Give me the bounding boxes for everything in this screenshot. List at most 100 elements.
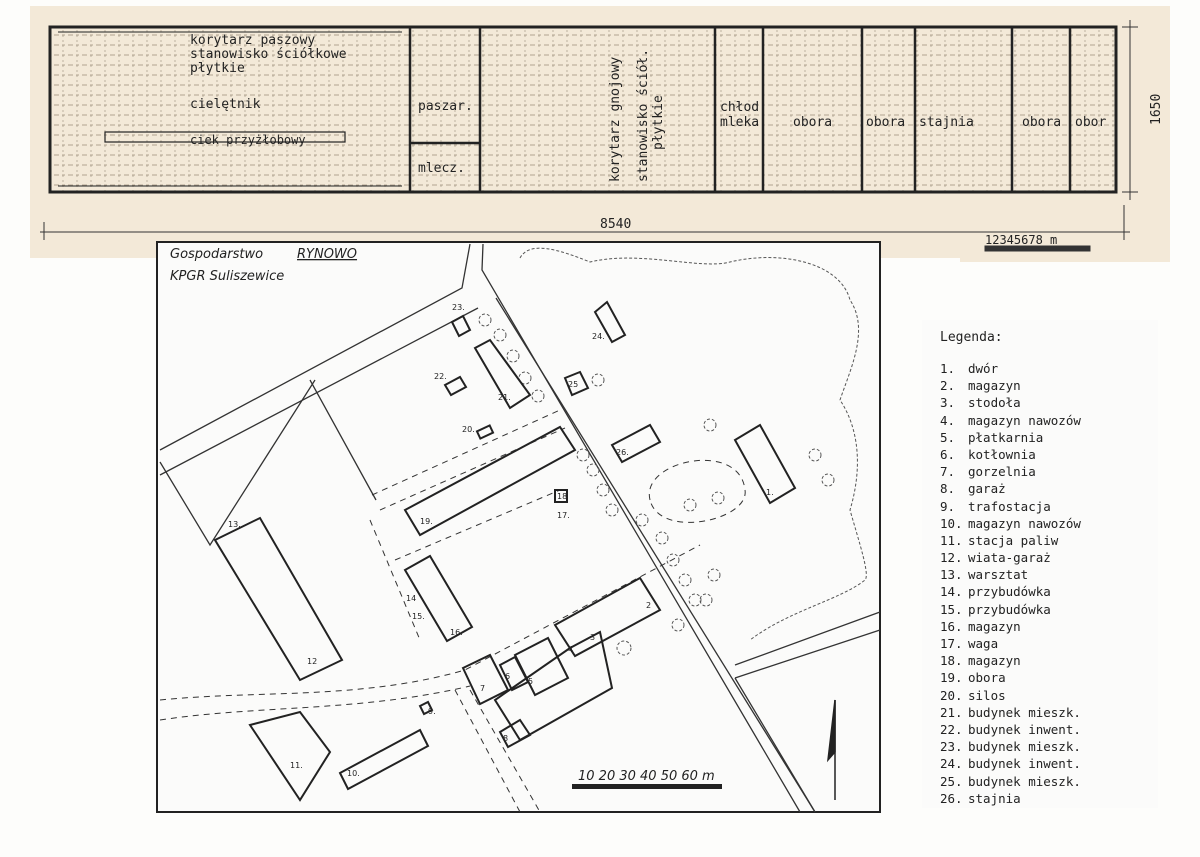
legend-item: 2. magazyn — [940, 377, 1081, 394]
legend-item-label: garaż — [968, 481, 1006, 497]
building-18 — [554, 489, 568, 503]
legend-item-number: 25. — [940, 773, 963, 789]
building-19 — [403, 425, 577, 537]
label-cowshed-2: obora — [866, 115, 905, 130]
legend-item-label: kotłownia — [968, 446, 1036, 462]
building-8 — [498, 718, 532, 749]
building-16 — [403, 554, 474, 643]
legend-item: 13.warsztat — [940, 566, 1081, 583]
building-number-label: 23. — [452, 303, 465, 312]
legend-item-label: płatkarnia — [968, 429, 1044, 445]
legend-item-label: gorzelnia — [968, 464, 1036, 480]
legend-item-label: magazyn nawozów — [968, 412, 1081, 428]
barn-partitions — [58, 27, 1072, 192]
label-feed-drain: ciek przyżłobowy — [190, 133, 306, 147]
legend-item: 12.wiata-garaż — [940, 549, 1081, 566]
legend-item-number: 2. — [940, 378, 956, 394]
building-9 — [418, 700, 434, 716]
legend-item: 20. silos — [940, 687, 1081, 704]
building-number-label: 3 — [590, 633, 595, 642]
roads — [159, 243, 881, 813]
legend-item: 26.stajnia — [940, 790, 1081, 807]
legend-item-number: 24. — [940, 756, 963, 772]
building-12 — [213, 516, 344, 682]
floor-plan: korytarz paszowy stanowisko ściółkowe pł… — [40, 20, 1164, 252]
legend-item-label: stacja paliw — [968, 532, 1059, 548]
label-milk-cooler: chłod. — [720, 100, 767, 115]
building-number-label: 13. — [228, 520, 241, 529]
building-number-label: 6 — [505, 672, 510, 681]
building-number-label: 14 — [406, 594, 416, 603]
legend-item: 10.magazyn nawozów — [940, 515, 1081, 532]
building-7 — [461, 653, 510, 706]
legend-item-number: 19. — [940, 670, 963, 686]
legend-item-number: 7. — [940, 464, 956, 480]
legend-item-label: magazyn — [968, 653, 1021, 669]
building-number-label: 1. — [766, 488, 774, 497]
legend-item-label: magazyn — [968, 378, 1021, 394]
label-cowshed-3: obora — [1022, 115, 1061, 130]
building-number-label: 11. — [290, 761, 303, 770]
legend-item-number: 15. — [940, 601, 963, 617]
legend-item-label: stodoła — [968, 395, 1021, 411]
legend-item-label: budynek mieszk. — [968, 739, 1081, 755]
legend-item-number: 18. — [940, 653, 963, 669]
label-cowshed-1: obora — [793, 115, 832, 130]
building-22 — [443, 375, 468, 397]
label-fodder: paszar. — [418, 99, 473, 114]
building-number-label: 24. — [592, 332, 605, 341]
label-feed-corridor: korytarz paszowy — [190, 33, 315, 48]
legend-item-label: silos — [968, 687, 1006, 703]
legend-item-label: budynek inwent. — [968, 756, 1081, 772]
legend-item-number: 26. — [940, 790, 963, 806]
building-2 — [553, 576, 662, 658]
buildings — [213, 300, 797, 802]
dimension-length: 8540 — [600, 217, 631, 232]
building-20 — [475, 424, 495, 440]
feed-drain-outline — [104, 131, 346, 143]
legend-item: 23. budynek mieszk. — [940, 738, 1081, 755]
legend-item: 16.magazyn — [940, 618, 1081, 635]
legend-item-number: 6. — [940, 446, 956, 462]
building-number-label: 8 — [503, 734, 508, 743]
legend-item: 7. gorzelnia — [940, 463, 1081, 480]
legend-item-number: 20. — [940, 687, 963, 703]
site-title-name: RYNOWO — [297, 247, 357, 262]
legend-item-label: warsztat — [968, 567, 1029, 583]
legend-item-number: 8. — [940, 481, 956, 497]
building-number-label: 2 — [646, 601, 651, 610]
building-number-label: 7 — [480, 684, 485, 693]
legend-item-number: 23. — [940, 739, 963, 755]
legend-item-number: 9. — [940, 498, 956, 514]
label-milk-cooler-2: mleka — [720, 115, 759, 130]
legend-item: 15.przybudówka — [940, 601, 1081, 618]
building-number-label: 25 — [568, 380, 578, 389]
legend-item: 4. magazyn nawozów — [940, 412, 1081, 429]
field-paths — [159, 409, 746, 813]
legend-item-label: trafostacja — [968, 498, 1051, 514]
legend-item: 3. stodoła — [940, 394, 1081, 411]
legend-item-number: 11. — [940, 532, 963, 548]
building-number-label: 20. — [462, 425, 475, 434]
building-number-label: 10. — [347, 769, 360, 778]
building-number-label: 16. — [450, 628, 463, 637]
legend-item-label: przybudówka — [968, 584, 1051, 600]
building-labels: 1. 2 3 4 5 6 7 8 9. 10. 11. 12 13. 14 15… — [228, 303, 774, 778]
label-calf-barn: cielętnik — [190, 97, 261, 112]
building-6 — [498, 655, 530, 692]
legend-item-number: 17. — [940, 636, 963, 651]
building-21 — [473, 338, 532, 410]
building-number-label: 9. — [428, 707, 436, 716]
building-number-label: 26. — [616, 448, 629, 457]
legend-item-number: 4. — [940, 412, 956, 428]
north-arrow — [826, 699, 836, 800]
legend-item: 9. trafostacja — [940, 498, 1081, 515]
legend-item-number: 3. — [940, 395, 956, 411]
legend-item: 22.budynek inwent. — [940, 721, 1081, 738]
legend-item: 19.obora — [940, 669, 1081, 686]
building-number-label: 19. — [420, 517, 433, 526]
